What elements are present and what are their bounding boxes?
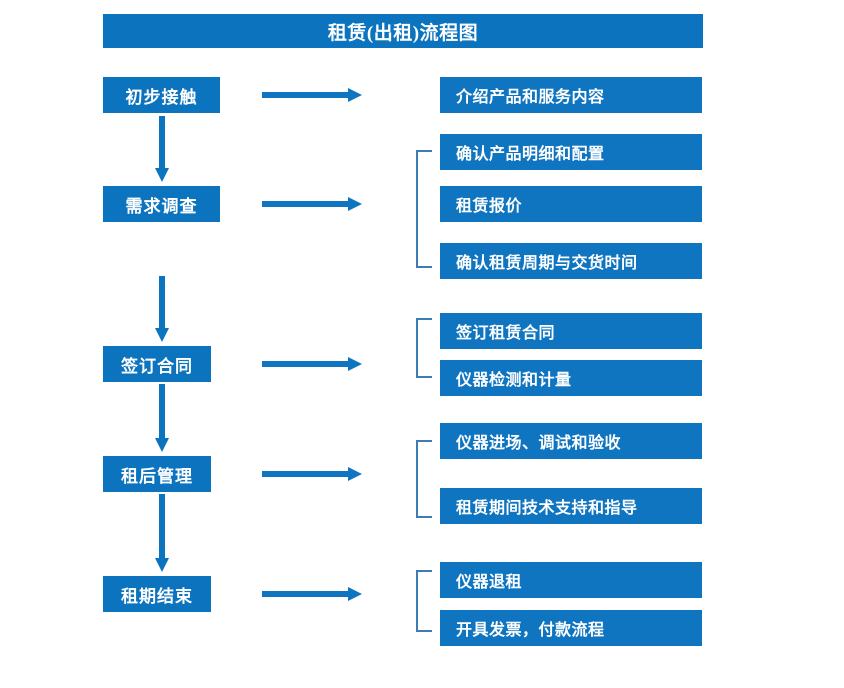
vertical-arrow-icon-3 — [153, 384, 171, 454]
stage-box-2[interactable]: 需求调查 — [103, 186, 220, 222]
stage-label: 租后管理 — [121, 466, 193, 486]
group-bracket-3 — [416, 440, 432, 518]
vertical-arrow-icon-4 — [153, 494, 171, 574]
detail-label: 签订租赁合同 — [456, 325, 556, 342]
stage-label: 需求调查 — [125, 196, 198, 216]
detail-box-10[interactable]: 开具发票，付款流程 — [440, 610, 702, 646]
detail-box-8[interactable]: 租赁期间技术支持和指导 — [440, 488, 702, 524]
horizontal-arrow-icon-5 — [262, 585, 364, 603]
detail-box-7[interactable]: 仪器进场、调试和验收 — [440, 423, 702, 459]
detail-box-6[interactable]: 仪器检测和计量 — [440, 360, 702, 396]
vertical-arrow-icon-1 — [153, 116, 171, 184]
stage-label: 初步接触 — [125, 87, 198, 107]
detail-box-1[interactable]: 介绍产品和服务内容 — [440, 77, 702, 113]
detail-box-9[interactable]: 仪器退租 — [440, 562, 702, 598]
detail-label: 租赁期间技术支持和指导 — [456, 500, 638, 517]
horizontal-arrow-icon-4 — [262, 465, 364, 483]
stage-label: 租期结束 — [121, 586, 193, 606]
detail-box-2[interactable]: 确认产品明细和配置 — [440, 134, 702, 170]
detail-label: 仪器检测和计量 — [456, 372, 572, 389]
stage-label: 签订合同 — [121, 356, 193, 376]
group-bracket-1 — [416, 150, 432, 268]
detail-box-4[interactable]: 确认租赁周期与交货时间 — [440, 243, 702, 279]
detail-label: 仪器退租 — [456, 574, 523, 591]
detail-label: 确认租赁周期与交货时间 — [456, 255, 638, 272]
detail-label: 租赁报价 — [456, 198, 523, 215]
detail-box-3[interactable]: 租赁报价 — [440, 186, 702, 222]
detail-label: 仪器进场、调试和验收 — [456, 435, 622, 452]
horizontal-arrow-icon-1 — [262, 86, 364, 104]
vertical-arrow-icon-2 — [153, 276, 171, 344]
horizontal-arrow-icon-2 — [262, 195, 364, 213]
detail-label: 开具发票，付款流程 — [456, 622, 605, 639]
stage-box-4[interactable]: 租后管理 — [103, 456, 211, 492]
horizontal-arrow-icon-3 — [262, 355, 364, 373]
detail-box-5[interactable]: 签订租赁合同 — [440, 313, 702, 349]
stage-box-1[interactable]: 初步接触 — [103, 77, 220, 113]
detail-label: 介绍产品和服务内容 — [456, 89, 605, 106]
stage-box-3[interactable]: 签订合同 — [103, 346, 211, 382]
chart-title: 租赁(出租)流程图 — [103, 14, 703, 48]
group-bracket-2 — [416, 318, 432, 378]
group-bracket-4 — [416, 570, 432, 632]
detail-label: 确认产品明细和配置 — [456, 146, 605, 163]
stage-box-5[interactable]: 租期结束 — [103, 576, 211, 612]
